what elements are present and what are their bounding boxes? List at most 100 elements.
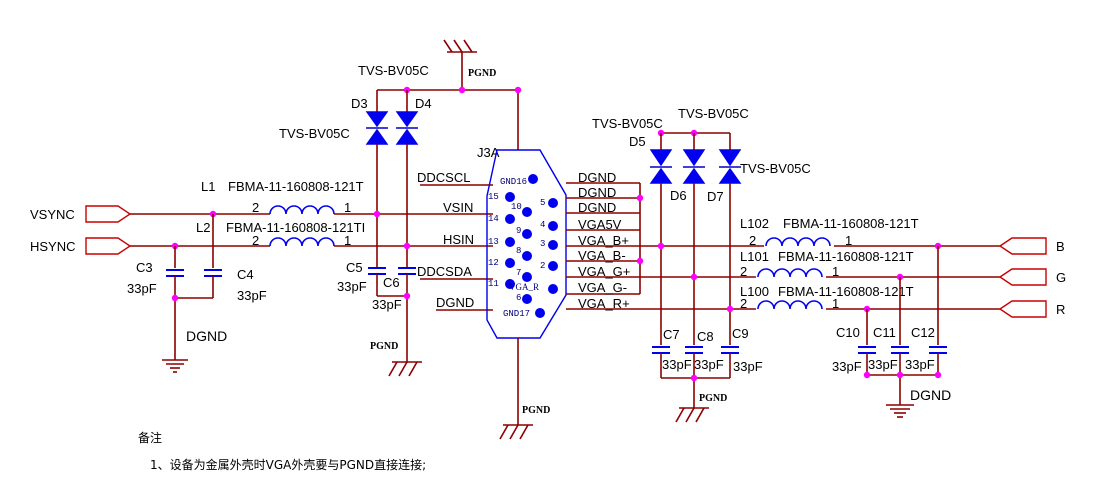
d3-part-label: TVS-BV05C <box>279 126 350 141</box>
d6-tvs-symbol <box>682 149 706 184</box>
pin-gnd17: GND17 <box>503 309 530 319</box>
l100-pin2: 2 <box>740 296 747 311</box>
d5-part-label: TVS-BV05C <box>592 116 663 131</box>
c12-ref: C12 <box>911 325 935 340</box>
l101-value: FBMA-11-160808-121T <box>778 249 914 264</box>
dgnd-left-label: DGND <box>186 328 227 344</box>
l102-value: FBMA-11-160808-121T <box>783 216 919 231</box>
net-vga-g-plus: VGA_G+ <box>578 264 630 279</box>
g-label: G <box>1056 270 1066 285</box>
c12-symbol <box>929 346 947 354</box>
c6-value: 33pF <box>372 297 402 312</box>
l101-pin2: 2 <box>740 264 747 279</box>
c8-ref: C8 <box>697 329 714 344</box>
c3-value: 33pF <box>127 281 157 296</box>
hsin-net: HSIN <box>443 232 474 247</box>
l100-value: FBMA-11-160808-121T <box>778 284 914 299</box>
c4-symbol <box>204 269 222 277</box>
l1-coil <box>269 205 335 215</box>
l102-coil <box>765 237 831 247</box>
b-label: B <box>1056 239 1065 254</box>
dgnd-right-symbol <box>886 404 914 418</box>
c10-symbol <box>858 346 876 354</box>
l1-ref: L1 <box>201 179 215 194</box>
l102-ref: L102 <box>740 216 769 231</box>
c5-ref: C5 <box>346 260 363 275</box>
d7-part-label: TVS-BV05C <box>740 161 811 176</box>
net-dgnd-2: DGND <box>578 185 616 200</box>
ddcsda-net: DDCSDA <box>417 264 472 279</box>
d6-ref: D6 <box>670 188 687 203</box>
l102-pin2: 2 <box>749 233 756 248</box>
l2-pin2: 2 <box>252 233 259 248</box>
d4-tvs-symbol <box>395 111 419 145</box>
l2-coil <box>269 237 335 247</box>
l100-coil <box>757 300 823 310</box>
b-port <box>998 237 1047 255</box>
hsync-port <box>85 237 132 255</box>
vsync-port <box>85 205 132 223</box>
l1-pin1: 1 <box>344 200 351 215</box>
c5-symbol <box>368 267 386 275</box>
l1-pin2: 2 <box>252 200 259 215</box>
d3-ref: D3 <box>351 96 368 111</box>
d3-tvs-symbol <box>365 111 389 145</box>
d34-part-label: TVS-BV05C <box>358 63 429 78</box>
pin-10: 10 <box>511 202 522 212</box>
l2-value: FBMA-11-160808-121TI <box>226 220 365 235</box>
net-dgnd-1: DGND <box>578 170 616 185</box>
pin-14: 14 <box>488 214 499 224</box>
c9-symbol <box>721 346 739 354</box>
l2-ref: L2 <box>196 220 210 235</box>
l100-ref: L100 <box>740 284 769 299</box>
c10-ref: C10 <box>836 325 860 340</box>
c5-value: 33pF <box>337 279 367 294</box>
pgnd-top-symbol <box>443 39 477 90</box>
c7-value: 33pF <box>662 357 692 372</box>
c10-value: 33pF <box>832 359 862 374</box>
d5-tvs-symbol <box>649 149 673 184</box>
pin-13: 13 <box>488 237 499 247</box>
pgnd-bottom-label: PGND <box>522 405 550 416</box>
c6-ref: C6 <box>383 275 400 290</box>
net-vga-r-plus: VGA_R+ <box>578 296 630 311</box>
c8-value: 33pF <box>694 357 724 372</box>
pin-gnd16: GND16 <box>500 177 527 187</box>
pgnd-top-label: PGND <box>468 68 496 79</box>
pin-2: 2 <box>540 261 545 271</box>
vga-r-inner-label: VGA_R <box>509 282 539 292</box>
c4-value: 33pF <box>237 288 267 303</box>
ddcscl-net: DDCSCL <box>417 170 470 185</box>
c9-value: 33pF <box>733 359 763 374</box>
c3-ref: C3 <box>136 260 153 275</box>
c11-ref: C11 <box>873 325 896 340</box>
c11-symbol <box>891 346 909 354</box>
l100-pin1: 1 <box>832 296 839 311</box>
notes-heading: 备注 <box>138 430 162 445</box>
pin-15: 15 <box>488 192 499 202</box>
d7-ref: D7 <box>707 189 724 204</box>
c7-symbol <box>652 346 670 354</box>
c4-ref: C4 <box>237 267 254 282</box>
net-vga-b-minus: VGA_B- <box>578 248 626 263</box>
pin-6: 6 <box>516 293 521 303</box>
d7-tvs-symbol <box>718 149 742 184</box>
l102-pin1: 1 <box>845 233 852 248</box>
c3-symbol <box>166 269 184 277</box>
l101-coil <box>757 268 823 278</box>
l2-pin1: 1 <box>344 233 351 248</box>
vsin-net: VSIN <box>443 200 473 215</box>
pin-4: 4 <box>540 220 545 230</box>
c12-value: 33pF <box>905 357 935 372</box>
dgnd-left-net: DGND <box>436 295 474 310</box>
pin-9: 9 <box>516 226 521 236</box>
d5-ref: D5 <box>629 134 646 149</box>
pgnd-mid-symbol <box>388 361 422 377</box>
dgnd-right-label: DGND <box>910 387 951 403</box>
notes-line-1: 1、设备为金属外壳时VGA外壳要与PGND直接连接; <box>150 457 426 472</box>
net-vga5v: VGA5V <box>578 217 622 232</box>
c7-ref: C7 <box>663 327 680 342</box>
pin-8: 8 <box>516 246 521 256</box>
r-port <box>998 300 1047 318</box>
